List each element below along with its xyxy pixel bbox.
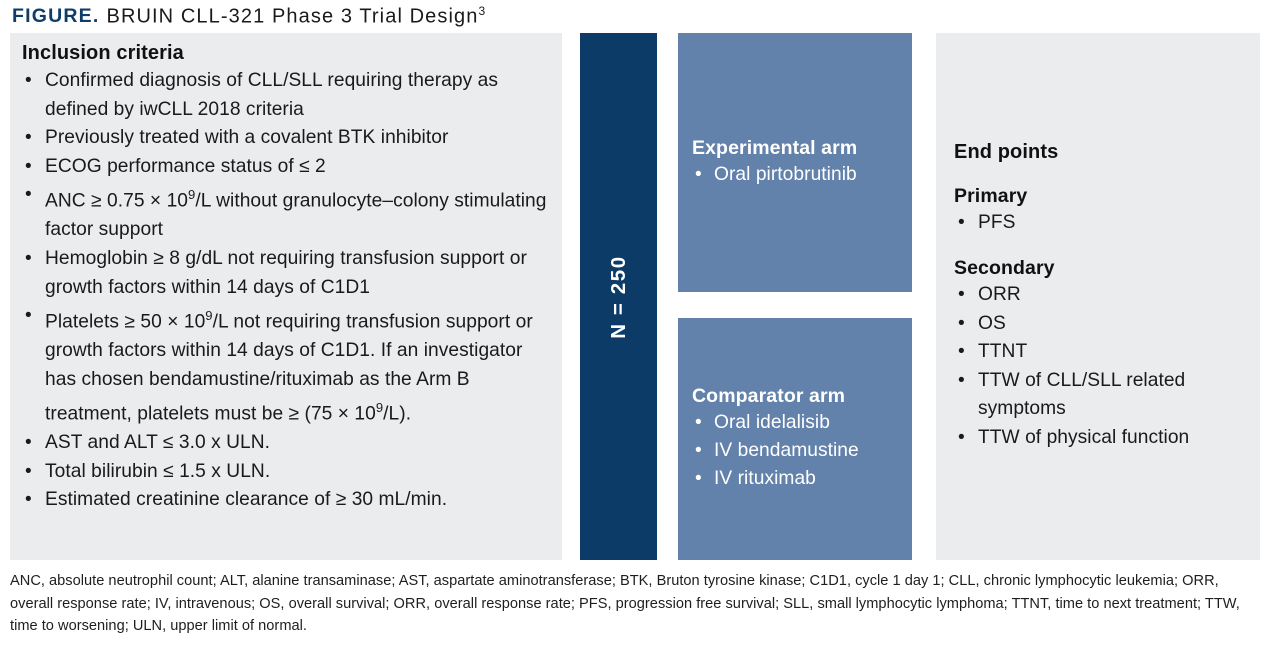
comparator-arm-title: Comparator arm [692, 385, 846, 407]
primary-endpoints-list: PFS [954, 209, 1242, 238]
list-item: ANC ≥ 0.75 × 109/L without granulocyte–c… [20, 181, 552, 245]
randomization-n-label: N = 250 [606, 254, 630, 339]
secondary-endpoints-label: Secondary [954, 257, 1055, 280]
primary-endpoints-label: Primary [954, 184, 1028, 207]
list-item: Total bilirubin ≤ 1.5 x ULN. [20, 458, 552, 487]
comparator-arm-list: Oral idelalisibIV bendamustineIV rituxim… [692, 409, 898, 493]
list-item: Hemoglobin ≥ 8 g/dL not requiring transf… [20, 245, 552, 302]
endpoints-panel: End points Primary PFS Secondary ORROSTT… [936, 33, 1260, 560]
list-item: Oral idelalisib [692, 409, 898, 437]
list-item: Estimated creatinine clearance of ≥ 30 m… [20, 486, 552, 515]
list-item: ORR [954, 281, 1242, 310]
inclusion-criteria-panel: Inclusion criteria Confirmed diagnosis o… [10, 33, 562, 560]
abbreviations-footnote: ANC, absolute neutrophil count; ALT, ala… [10, 573, 1240, 634]
list-item: OS [954, 310, 1242, 339]
figure-title: FIGURE. BRUIN CLL-321 Phase 3 Trial Desi… [12, 2, 485, 30]
list-item: Confirmed diagnosis of CLL/SLL requiring… [20, 67, 552, 124]
experimental-arm-list: Oral pirtobrutinib [692, 161, 898, 189]
comparator-arm-box: Comparator arm Oral idelalisibIV bendamu… [678, 318, 912, 560]
page-mark [632, 655, 637, 660]
list-item: AST and ALT ≤ 3.0 x ULN. [20, 429, 552, 458]
list-item: TTW of CLL/SLL related symptoms [954, 367, 1242, 424]
figure-title-main: BRUIN CLL-321 Phase 3 Trial Design [106, 5, 479, 28]
secondary-endpoints-list: ORROSTTNTTTW of CLL/SLL related symptoms… [954, 281, 1242, 452]
list-item: TTW of physical function [954, 424, 1242, 453]
experimental-arm-title: Experimental arm [692, 136, 858, 159]
inclusion-criteria-list: Confirmed diagnosis of CLL/SLL requiring… [20, 67, 552, 515]
figure-label: FIGURE. [12, 4, 100, 27]
list-item: ECOG performance status of ≤ 2 [20, 153, 552, 182]
experimental-arm-box: Experimental arm Oral pirtobrutinib [678, 33, 912, 292]
figure-title-text: BRUIN CLL-321 Phase 3 Trial Design3 [107, 4, 486, 29]
list-item: IV bendamustine [692, 437, 898, 465]
diagram-panels: Inclusion criteria Confirmed diagnosis o… [0, 33, 1270, 560]
inclusion-criteria-heading: Inclusion criteria [22, 42, 184, 64]
randomization-bar: N = 250 [580, 33, 657, 560]
list-item: Oral pirtobrutinib [692, 161, 898, 189]
figure-title-superscript: 3 [478, 3, 486, 18]
list-item: Previously treated with a covalent BTK i… [20, 124, 552, 153]
list-item: Platelets ≥ 50 × 109/L not requiring tra… [20, 302, 552, 429]
list-item: TTNT [954, 338, 1242, 367]
endpoints-heading: End points [954, 140, 1059, 163]
list-item: PFS [954, 209, 1242, 238]
list-item: IV rituximab [692, 465, 898, 493]
